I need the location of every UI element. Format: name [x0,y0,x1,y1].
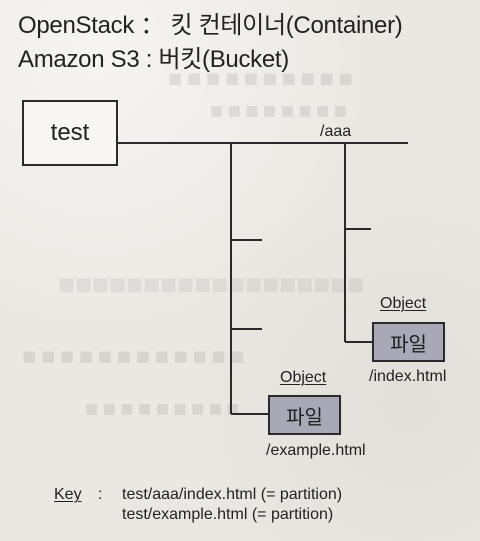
key-entry-1: test/aaa/index.html (= partition) [122,486,343,503]
root-test-box: test [22,100,118,166]
aaa-path-label: /aaa [320,123,352,140]
key-separator: : [98,486,103,503]
object-path-index: /index.html [369,368,447,385]
key-label: Key [54,486,82,503]
key-entry-2: test/example.html (= partition) [122,506,334,523]
object-box-example-file: 파일 [268,395,341,435]
amazon-s3-line: Amazon S3 : 버킷(Bucket) [18,46,289,73]
object-path-example: /example.html [266,442,366,459]
object-box-index-file: 파일 [372,322,445,362]
openstack-line: OpenStack ： 킷 컨테이너(Container) [18,12,403,39]
object-caption-example: Object [280,369,327,386]
object-caption-index: Object [380,295,427,312]
